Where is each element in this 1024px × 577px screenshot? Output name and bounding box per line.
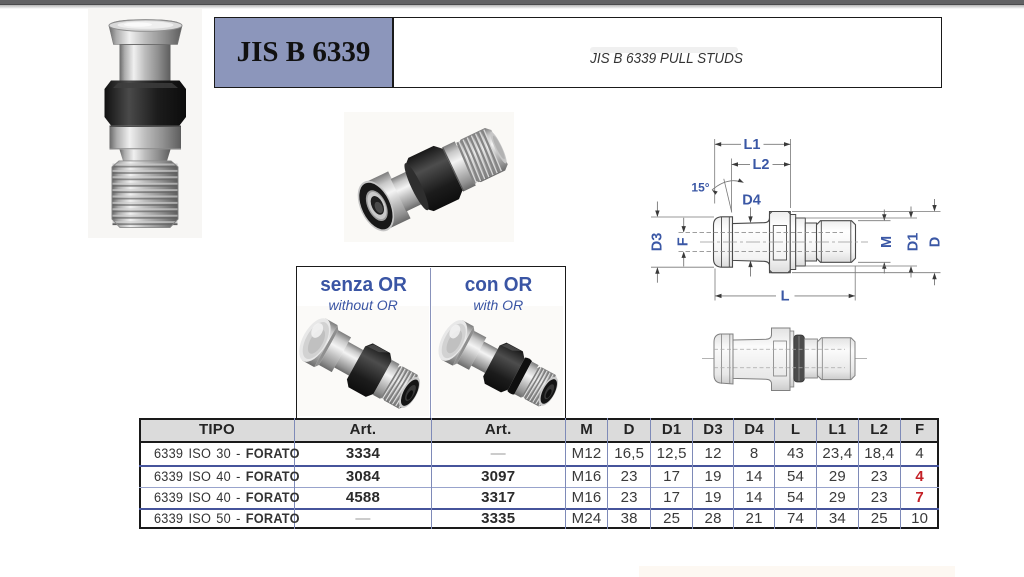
svg-text:L2: L2 — [753, 157, 770, 173]
svg-text:L: L — [781, 289, 790, 305]
svg-text:D: D — [928, 237, 944, 247]
svg-text:D4: D4 — [742, 193, 761, 209]
svg-text:D1: D1 — [906, 233, 922, 252]
svg-text:F: F — [676, 237, 692, 246]
svg-text:M: M — [879, 236, 895, 248]
svg-text:15°: 15° — [691, 181, 709, 195]
svg-text:D3: D3 — [650, 233, 666, 252]
svg-text:L1: L1 — [744, 137, 761, 153]
